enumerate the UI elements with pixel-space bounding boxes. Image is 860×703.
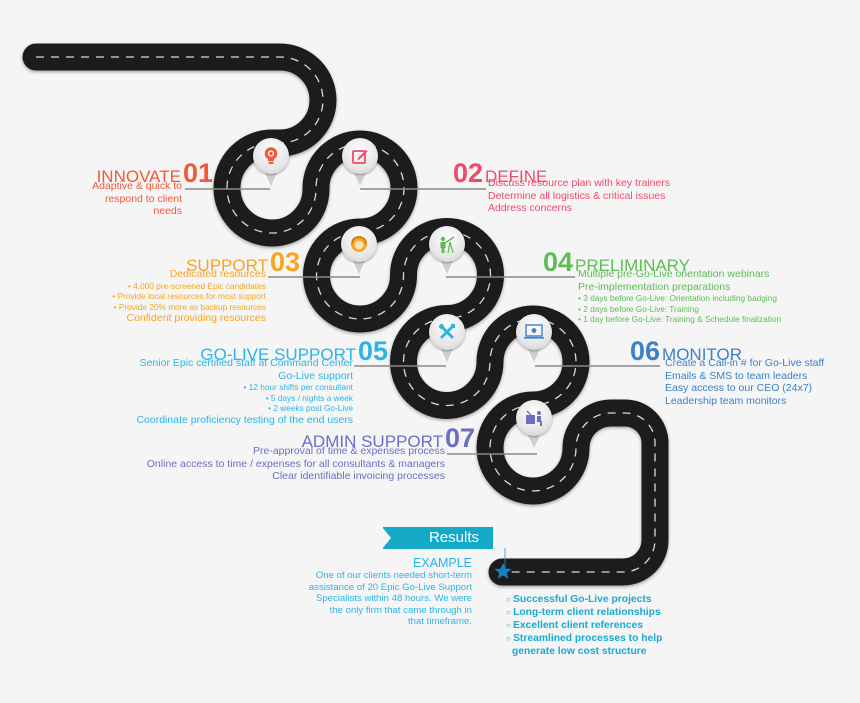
example-title: EXAMPLE — [412, 556, 472, 570]
step-title: INNOVATE — [96, 167, 181, 186]
step-number: 06 — [630, 336, 661, 366]
step-number: 05 — [357, 336, 388, 366]
step-02-description: Discuss resource plan with key trainers … — [488, 177, 671, 214]
step-number: 01 — [182, 158, 213, 188]
laptop-monitor-icon — [524, 324, 544, 339]
results-banner: Results — [382, 527, 493, 549]
pin-07 — [516, 400, 552, 450]
step-title: GO-LIVE SUPPORT — [200, 345, 356, 364]
step-02-define: 02 DEFINE — [453, 158, 548, 188]
step-06-monitor: 06 MONITOR — [630, 336, 743, 366]
pin-02 — [342, 138, 378, 188]
edit-icon — [352, 150, 368, 164]
step-03-description: Dedicated resources • 4,000 pre-screened… — [112, 268, 266, 325]
step-04-description: Multiple pre-Go-Live orientation webinar… — [578, 268, 782, 325]
pin-01 — [253, 138, 289, 188]
pin-05 — [429, 314, 465, 364]
step-03-support: SUPPORT 03 — [186, 247, 300, 277]
step-07-admin-support: ADMIN SUPPORT 07 — [301, 423, 475, 453]
step-06-description: Create a Call-in # for Go-Live staff Ema… — [665, 357, 825, 407]
step-title: MONITOR — [662, 345, 743, 364]
step-number: 07 — [444, 423, 475, 453]
outcome-item: Streamlined processes to help — [513, 633, 663, 644]
pin-06 — [516, 314, 552, 364]
step-05-golive-support: GO-LIVE SUPPORT 05 — [200, 336, 388, 366]
step-number: 02 — [453, 158, 484, 188]
outcome-item-continued: generate low cost structure — [512, 646, 647, 657]
step-01-description: Adaptive & quick to respond to client ne… — [92, 180, 182, 217]
step-title: SUPPORT — [186, 256, 268, 275]
star-icon — [494, 563, 512, 579]
step-number: 03 — [269, 247, 300, 277]
step-number: 04 — [543, 247, 574, 277]
tools-icon — [439, 324, 455, 340]
lightbulb-gear-icon — [264, 147, 278, 164]
outcome-item: Successful Go-Live projects — [513, 594, 652, 605]
pin-03 — [341, 226, 377, 276]
step-07-description: Pre-approval of time & expenses process … — [146, 445, 445, 482]
step-05-description: Senior Epic certified staff at Command C… — [136, 357, 353, 426]
outcome-item: Excellent client references — [513, 620, 643, 631]
step-title: PRELIMINARY — [575, 256, 690, 275]
step-01-innovate: INNOVATE 01 — [96, 158, 213, 188]
step-04-preliminary: 04 PRELIMINARY — [543, 247, 690, 277]
support-agent-icon — [351, 236, 367, 252]
step-title: ADMIN SUPPORT — [301, 432, 443, 451]
results-outcomes: ○ Successful Go-Live projects ○ Long-ter… — [506, 594, 663, 657]
presenter-icon — [440, 236, 455, 254]
results-example: EXAMPLE One of our clients needed short-… — [308, 556, 472, 628]
step-title: DEFINE — [485, 167, 548, 186]
desk-worker-icon — [526, 410, 542, 426]
pin-04 — [429, 226, 465, 276]
outcome-item: Long-term client relationships — [513, 607, 661, 618]
